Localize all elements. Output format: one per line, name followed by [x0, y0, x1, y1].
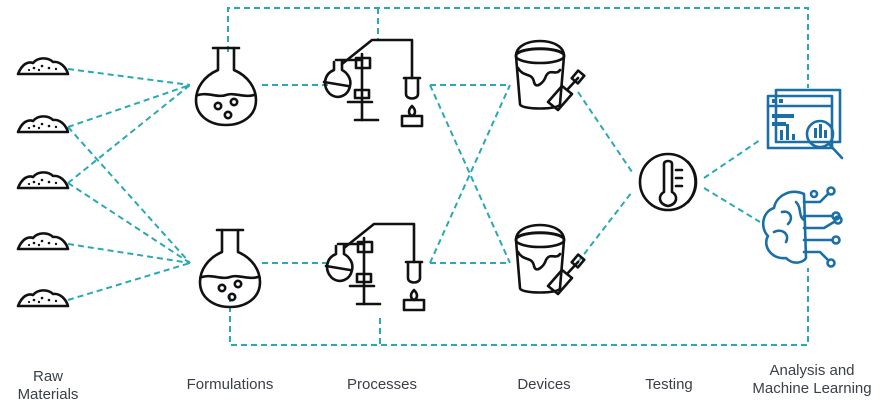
raw-material-3-icon — [16, 171, 70, 190]
testing-thermometer-icon — [638, 152, 698, 212]
label-raw-materials: Raw Materials — [17, 368, 79, 403]
label-formulations: Formulations — [186, 376, 274, 393]
device-paint-bucket-top-icon — [514, 39, 586, 112]
raw-material-5-icon — [16, 289, 70, 308]
connector-lines — [67, 7, 809, 346]
formulation-flask-bottom-icon — [198, 228, 262, 309]
device-paint-bucket-bottom-icon — [514, 223, 586, 296]
label-processes: Processes — [346, 376, 418, 393]
label-analysis-ml: Analysis and Machine Learning — [752, 362, 872, 397]
label-testing: Testing — [645, 376, 693, 393]
label-devices: Devices — [517, 376, 571, 393]
data-analysis-icon — [766, 88, 844, 160]
process-apparatus-top-icon — [322, 38, 424, 128]
raw-material-1-icon — [16, 57, 70, 76]
raw-material-4-icon — [16, 232, 70, 251]
raw-material-2-icon — [16, 115, 70, 134]
ai-brain-icon — [761, 186, 843, 268]
formulation-flask-top-icon — [194, 46, 258, 127]
process-apparatus-bottom-icon — [324, 222, 426, 312]
